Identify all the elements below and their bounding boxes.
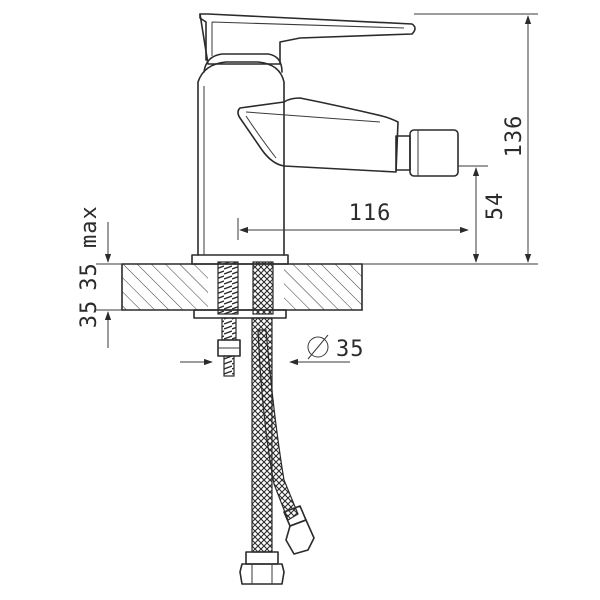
nozzle[interactable]	[409, 129, 459, 177]
nozzle-ring	[395, 135, 411, 171]
countertop-hatch-right	[284, 264, 362, 310]
spout-top-edge	[245, 111, 381, 123]
stud-lower	[221, 317, 237, 341]
spout	[237, 97, 399, 173]
hose-in-deck	[252, 261, 274, 315]
base-flange	[191, 254, 289, 265]
diameter-symbol-slash	[307, 334, 329, 360]
dim-label-diameter: 35	[336, 337, 365, 362]
dimension-54: 54	[458, 165, 508, 263]
diameter-symbol-circle	[307, 336, 329, 358]
hose-secondary-nut	[285, 519, 315, 555]
countertop-section	[121, 263, 363, 311]
tap-body	[191, 13, 459, 265]
dim-label-136: 136	[502, 115, 527, 158]
dimension-136: 136	[362, 13, 538, 265]
countertop-hatch-left	[122, 264, 208, 310]
dimension-deck-max: 35 max	[77, 205, 122, 291]
dim-label-35-max: 35 max	[77, 205, 102, 290]
hose-main-nut	[239, 563, 285, 585]
dim-label-116: 116	[349, 201, 392, 226]
stud-tip	[223, 355, 235, 377]
cartridge-cap	[203, 53, 283, 73]
dim-label-35: 35	[77, 300, 102, 329]
lever-handle[interactable]	[199, 13, 416, 65]
lever-edge	[199, 13, 207, 61]
dimension-35-vertical: 35	[77, 300, 122, 348]
clamp-plate	[193, 309, 287, 319]
dimension-116: 116	[237, 201, 469, 240]
underside-components	[193, 261, 315, 585]
dim-label-54: 54	[483, 192, 508, 221]
lever-detail	[211, 21, 405, 56]
dimension-diameter-35: 35	[180, 334, 365, 366]
spout-shade	[245, 115, 277, 159]
threaded-stud	[217, 261, 239, 315]
hose-main-ferrule	[245, 551, 279, 565]
body-column	[197, 61, 285, 256]
